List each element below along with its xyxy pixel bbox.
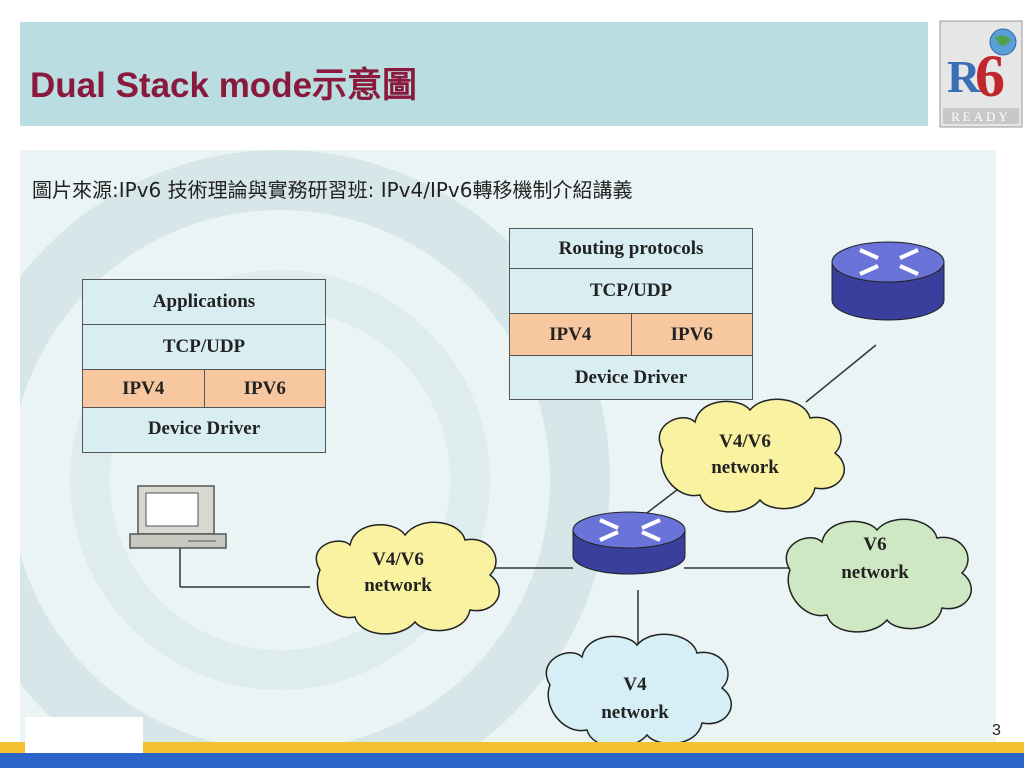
cloud-top-line2: network — [711, 457, 779, 478]
network-diagram: V4/V6 network V4/V6 network V6 network V… — [129, 241, 973, 748]
router-protocol-stack: Routing protocols TCP/UDP IPV4 IPV6 Devi… — [509, 228, 753, 400]
diagram-image: 圖片來源:IPv6 技術理論與實務研習班: IPv4/IPv6轉移機制介紹講義 … — [20, 150, 996, 756]
footer-yellow-bar — [0, 742, 1024, 753]
cloud-right-line2: network — [841, 562, 909, 583]
host-ipv4-cell: IPV4 — [83, 370, 205, 407]
top-router-icon — [831, 241, 945, 321]
cloud-left-line2: network — [364, 575, 432, 596]
cloud-bottom-line1: V4 — [623, 674, 647, 695]
host-ipv6-cell: IPV6 — [204, 370, 325, 407]
page-number: 3 — [992, 722, 1001, 739]
cloud-left-line1: V4/V6 — [372, 549, 424, 570]
computer-icon — [129, 485, 227, 549]
cloud-left-v4v6: V4/V6 network — [315, 521, 501, 635]
cloud-right-v6: V6 network — [785, 518, 973, 633]
router-ip-layer: IPV4 IPV6 — [510, 314, 752, 356]
top-cloud-router-link — [805, 344, 877, 403]
center-router-icon — [572, 511, 686, 575]
svg-text:R: R — [947, 51, 981, 102]
router-routing-layer: Routing protocols — [510, 229, 752, 269]
footer-white-box — [25, 717, 143, 753]
host-driver-layer: Device Driver — [147, 417, 261, 439]
source-caption: 圖片來源:IPv6 技術理論與實務研習班: IPv4/IPv6轉移機制介紹講義 — [32, 178, 633, 202]
router-transport-layer: TCP/UDP — [510, 269, 752, 314]
cloud-top-v4v6: V4/V6 network — [658, 398, 846, 513]
header-bar — [20, 22, 928, 126]
slide-title: Dual Stack mode示意圖 — [30, 66, 418, 105]
host-applications-layer: Applications — [83, 280, 325, 325]
host-ip-layer: IPV4 IPV6 — [83, 370, 325, 408]
router-driver-layer: Device Driver — [574, 366, 688, 388]
cloud-bottom-line2: network — [601, 702, 669, 723]
host-transport-layer: TCP/UDP — [83, 325, 325, 370]
router-ipv6-cell: IPV6 — [631, 314, 752, 355]
logo-text: READY — [951, 109, 1011, 124]
footer-blue-bar — [0, 753, 1024, 768]
cloud-top-line1: V4/V6 — [719, 431, 771, 452]
router-ipv4-cell: IPV4 — [510, 314, 632, 355]
r6-ready-logo-icon: R 6 READY — [939, 20, 1023, 128]
cloud-right-line1: V6 — [863, 534, 886, 555]
host-protocol-stack: Applications TCP/UDP IPV4 IPV6 Device Dr… — [82, 279, 326, 453]
cloud-bottom-v4: V4 network — [545, 633, 733, 748]
